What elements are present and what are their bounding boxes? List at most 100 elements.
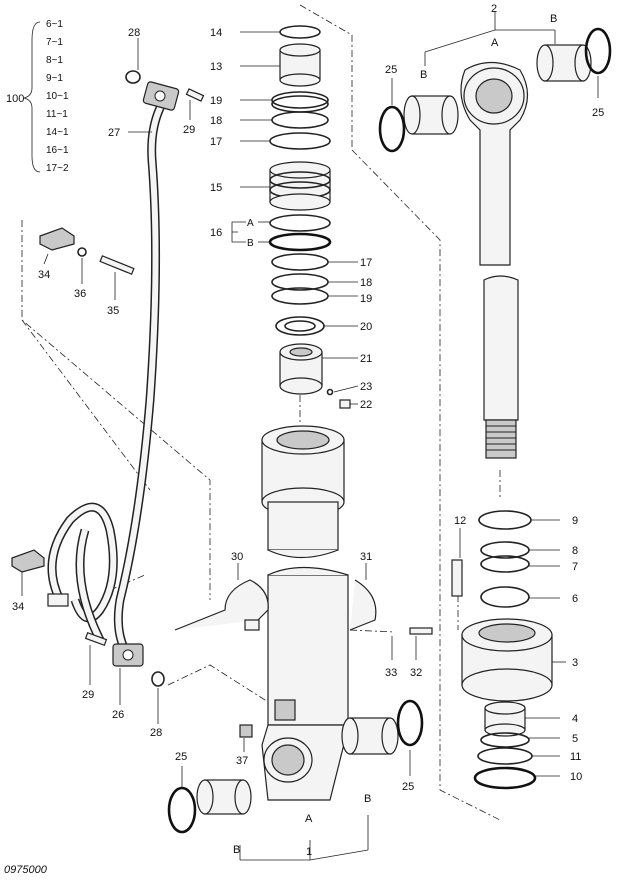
hose-fitting xyxy=(47,593,69,607)
clamp-34-bottom xyxy=(11,549,45,573)
rod-head-3 xyxy=(461,618,553,702)
hose-loop xyxy=(47,502,118,643)
callout-17: 17 xyxy=(360,257,372,269)
callout-30: 30 xyxy=(231,551,243,563)
callout-22: 22 xyxy=(360,399,372,411)
drawing-code: 0975000 xyxy=(4,864,48,876)
callout-8: 8 xyxy=(572,545,578,557)
callout-11: 11 xyxy=(570,751,581,763)
callout-28: 28 xyxy=(128,27,140,39)
callout-19: 19 xyxy=(360,293,372,305)
callout-35: 35 xyxy=(107,305,119,317)
callout-18: 18 xyxy=(210,115,222,127)
callout-16: 16 xyxy=(210,227,222,239)
cylinder-barrel xyxy=(261,566,349,801)
group-item: 7~1 xyxy=(46,37,63,48)
screw-12 xyxy=(451,559,463,597)
ring-16a xyxy=(269,214,331,232)
pipe-27 xyxy=(113,103,165,655)
callout-25: 25 xyxy=(402,781,414,793)
group-item: 16~1 xyxy=(46,145,69,156)
callout-6: 6 xyxy=(572,593,578,605)
ring-19-top xyxy=(271,91,329,109)
group-item: 8~1 xyxy=(46,55,63,66)
callout-3: 3 xyxy=(572,657,578,669)
letter-a-16: A xyxy=(247,218,254,229)
callout-29: 29 xyxy=(183,124,195,136)
callout-20: 20 xyxy=(360,321,372,333)
callout-12: 12 xyxy=(454,515,466,527)
letter-b-bottom-right: B xyxy=(364,793,371,805)
callout-26: 26 xyxy=(112,709,124,721)
seal-25-top-right xyxy=(584,27,612,75)
ball-23 xyxy=(326,388,334,396)
callout-5: 5 xyxy=(572,733,578,745)
ring-11 xyxy=(477,747,533,765)
callout-33: 33 xyxy=(385,667,397,679)
callout-2: 2 xyxy=(491,3,497,15)
ring-5 xyxy=(480,732,530,748)
washer-20 xyxy=(275,316,325,336)
letter-b-top-left: B xyxy=(420,69,427,81)
callout-31: 31 xyxy=(360,551,372,563)
o-ring-28-bottom xyxy=(151,671,165,687)
assembly-lines xyxy=(21,4,501,821)
callout-32: 32 xyxy=(410,667,422,679)
washer-20-hole xyxy=(284,320,316,332)
ring-17-bottom xyxy=(271,253,329,271)
ring-14 xyxy=(279,25,321,39)
clamp-34-top xyxy=(39,227,135,275)
callout-1: 1 xyxy=(306,846,312,858)
ring-7 xyxy=(480,555,530,573)
callout-25: 25 xyxy=(385,64,397,76)
leader-lines xyxy=(21,12,599,861)
letter-b-top-right: B xyxy=(550,13,557,25)
callout-14: 14 xyxy=(210,27,222,39)
bushing-bottom-left xyxy=(196,779,252,815)
callout-27: 27 xyxy=(108,127,120,139)
callout-34: 34 xyxy=(12,601,24,613)
callout-numbers: 14 13 19 18 17 15 16 A B 17 18 19 20 21 … xyxy=(12,3,604,858)
bushing-4 xyxy=(484,701,526,737)
callout-13: 13 xyxy=(210,61,222,73)
callout-25: 25 xyxy=(592,107,604,119)
callout-18: 18 xyxy=(360,277,372,289)
ring-17-top xyxy=(269,132,331,150)
grease-nipple-37 xyxy=(239,724,253,738)
seal-25-bottom-right xyxy=(396,699,424,747)
letter-a-top: A xyxy=(491,37,499,49)
callout-34: 34 xyxy=(38,269,50,281)
callout-10: 10 xyxy=(570,771,582,783)
ring-16b xyxy=(268,232,332,252)
callout-9: 9 xyxy=(572,515,578,527)
group-item: 10~1 xyxy=(46,91,69,102)
callout-17: 17 xyxy=(210,136,222,148)
bolt-32 xyxy=(409,627,433,635)
rod-lower xyxy=(483,275,519,459)
group-item: 17~2 xyxy=(46,163,69,174)
ring-9 xyxy=(478,510,532,530)
callout-28: 28 xyxy=(150,727,162,739)
group-item: 9~1 xyxy=(46,73,63,84)
band-31 xyxy=(349,579,377,631)
flange-26 xyxy=(112,643,144,667)
seal-25-top-left xyxy=(378,105,406,153)
bolt-29-bottom xyxy=(84,631,108,647)
group-list: 100 6~1 7~1 8~1 9~1 10~1 11~1 14~1 16~1 … xyxy=(6,19,69,174)
callout-23: 23 xyxy=(360,381,372,393)
bolt-29-top xyxy=(185,88,205,102)
ring-18-top xyxy=(271,111,329,129)
band-30 xyxy=(174,579,269,631)
ring-19-top-inner xyxy=(271,95,329,113)
group-label: 100 xyxy=(6,93,24,105)
callout-19: 19 xyxy=(210,95,222,107)
rod-eye xyxy=(460,61,529,266)
group-item: 14~1 xyxy=(46,127,69,138)
callout-4: 4 xyxy=(572,713,578,725)
group-item: 6~1 xyxy=(46,19,63,30)
bushing-bottom-right xyxy=(341,717,399,755)
piston-15 xyxy=(269,161,331,211)
letter-b-16: B xyxy=(247,238,254,249)
callout-21: 21 xyxy=(360,353,372,365)
